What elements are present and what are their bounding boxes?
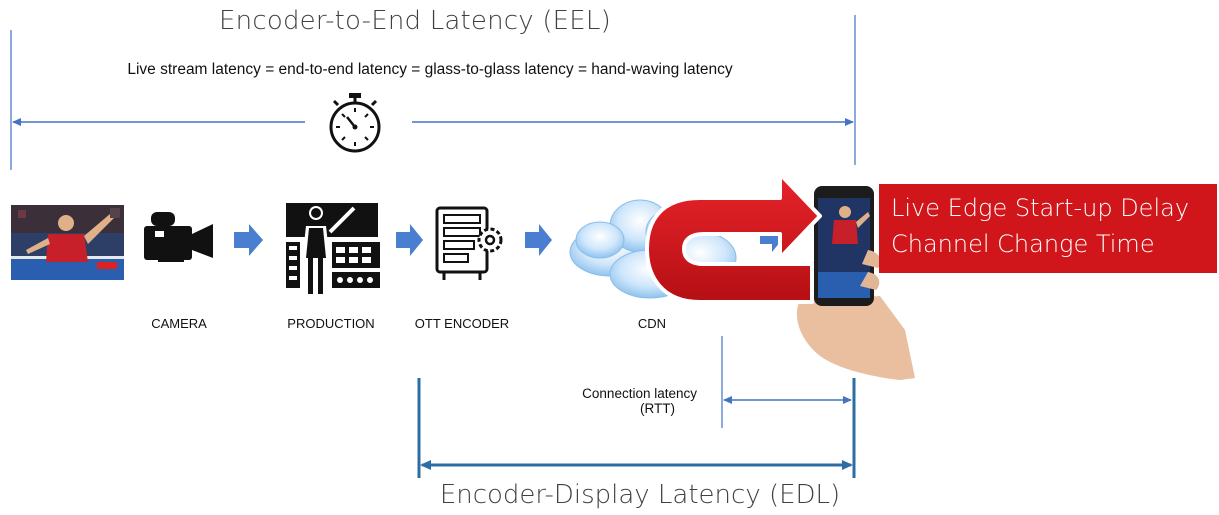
callout-line1: Live Edge Start-up Delay bbox=[891, 194, 1190, 222]
eel-bracket bbox=[10, 15, 856, 170]
startup-delay-callout: Live Edge Start-up Delay Channel Change … bbox=[879, 184, 1217, 273]
connection-latency-bracket bbox=[721, 336, 852, 428]
smartphone-icon bbox=[796, 186, 915, 380]
camera-label: CAMERA bbox=[151, 316, 207, 331]
return-arrow-icon bbox=[645, 172, 822, 304]
camera-icon bbox=[144, 212, 213, 262]
edl-bracket bbox=[417, 378, 856, 478]
cdn-label: CDN bbox=[637, 316, 667, 331]
encoder-icon bbox=[435, 206, 503, 280]
connection-latency-label: Connection latency (RTT) bbox=[517, 386, 697, 416]
flow-arrows bbox=[234, 220, 785, 256]
connection-latency-line1: Connection latency bbox=[582, 386, 697, 401]
connection-latency-line2: (RTT) bbox=[640, 401, 675, 416]
eel-title: Encoder-to-End Latency (EEL) bbox=[219, 6, 611, 36]
production-icon bbox=[286, 203, 380, 294]
stopwatch-icon bbox=[329, 93, 381, 153]
table-tennis-photo bbox=[11, 205, 124, 280]
eel-subtitle: Live stream latency = end-to-end latency… bbox=[127, 61, 733, 78]
encoder-label: OTT ENCODER bbox=[414, 316, 510, 331]
callout-line2: Channel Change Time bbox=[891, 230, 1155, 258]
production-label: PRODUCTION bbox=[287, 316, 375, 331]
edl-title: Encoder-Display Latency (EDL) bbox=[439, 480, 841, 510]
